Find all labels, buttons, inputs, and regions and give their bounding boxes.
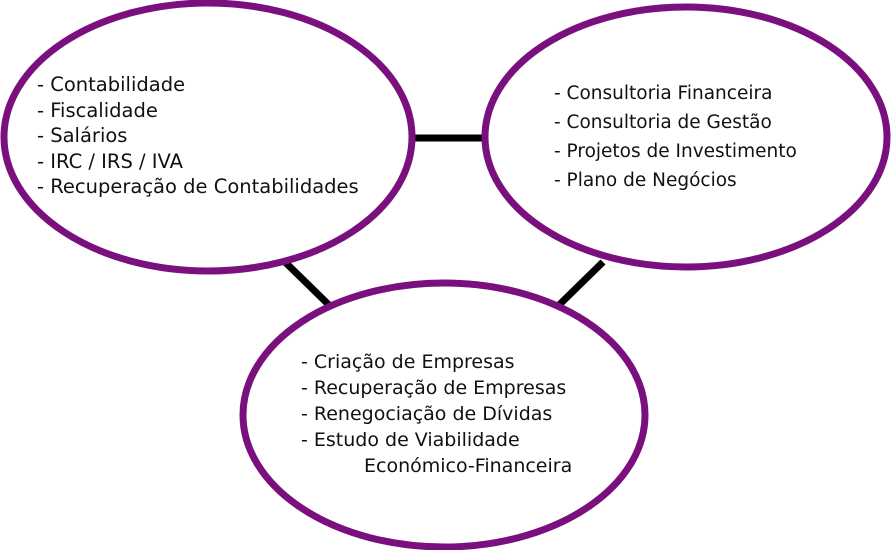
bottom-node-item: - Estudo de Viabilidade [301,429,520,451]
right-node-list: - Consultoria Financeira - Consultoria d… [554,79,797,195]
left-node-list: - Contabilidade - Fiscalidade - Salários… [37,72,359,200]
left-node-item: - Recuperação de Contabilidades [37,175,359,198]
bottom-node-list: - Criação de Empresas - Recuperação de E… [301,349,572,479]
left-node-item: - Contabilidade [37,73,186,96]
connector-left-bottom [282,259,333,309]
connector-right-bottom [555,259,606,309]
bottom-node-item: - Recuperação de Empresas [301,377,567,399]
ellipse-bottom [239,279,649,550]
right-node-item: - Projetos de Investimento [554,141,797,162]
left-node-item: - Fiscalidade [37,98,158,122]
bottom-node-item: - Renegociação de Dívidas [301,403,553,425]
bottom-node-item: - Criação de Empresas [301,351,515,373]
left-node-item: - Salários [37,124,128,147]
right-node-item: - Consultoria de Gestão [554,112,772,133]
right-node-item: - Consultoria Financeira [554,83,773,104]
bottom-node-item-continuation: Económico-Financeira [364,455,573,477]
right-node-item: - Plano de Negócios [554,170,737,191]
ellipse-left [0,0,416,275]
left-node-item: - IRC / IRS / IVA [37,149,183,173]
ellipse-right [481,3,891,271]
